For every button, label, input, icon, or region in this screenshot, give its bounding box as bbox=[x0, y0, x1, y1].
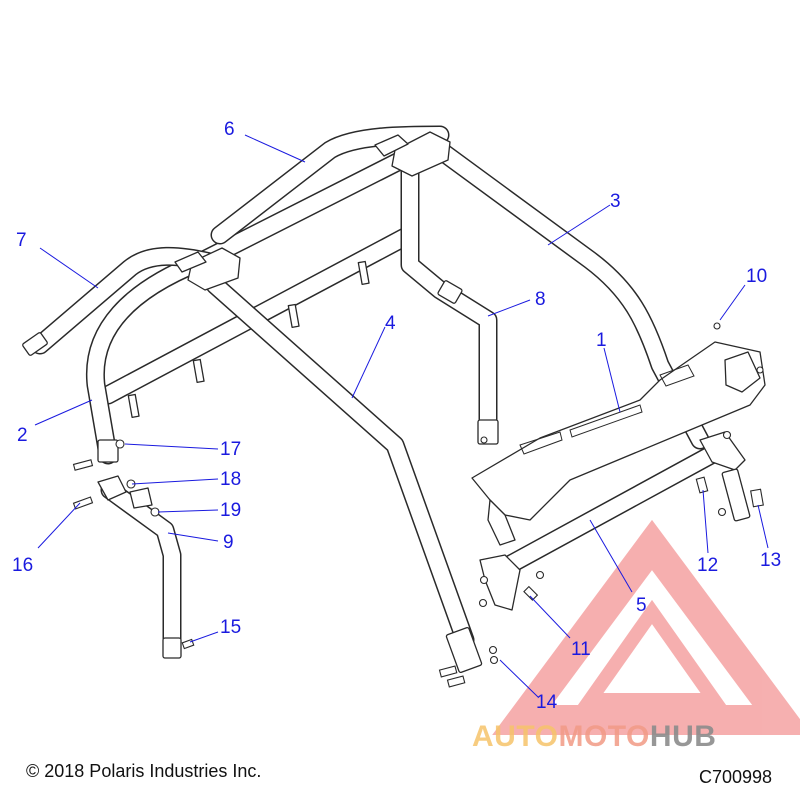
part-3-right-rear-hoop bbox=[430, 140, 710, 450]
callout-17: 17 bbox=[220, 439, 242, 460]
callout-8-rear-upright: 8 bbox=[535, 289, 546, 310]
callout-18: 18 bbox=[220, 469, 242, 490]
watermark-auto: AUTO bbox=[472, 720, 559, 753]
callout-3-rear-hoop: 3 bbox=[610, 191, 621, 212]
callout-6-roof-bar: 6 bbox=[224, 119, 235, 140]
callout-5-lower-crossbar: 5 bbox=[636, 595, 647, 616]
callout-16: 16 bbox=[12, 555, 34, 576]
figure-id: C700998 bbox=[699, 767, 773, 787]
part-8-rear-upright bbox=[400, 160, 499, 445]
callout-12: 12 bbox=[697, 555, 719, 576]
copyright-notice: © 2018 Polaris Industries Inc. bbox=[26, 761, 262, 781]
callout-1-rear-panel: 1 bbox=[596, 330, 607, 351]
callout-4-front-pillar: 4 bbox=[385, 313, 396, 334]
part-9-front-support bbox=[97, 475, 182, 659]
part-4-front-pillar bbox=[205, 275, 483, 673]
cage-joint-brackets bbox=[174, 131, 451, 291]
callout-10: 10 bbox=[746, 266, 768, 287]
part-1-rear-panel bbox=[471, 341, 766, 546]
callout-7-side-roof-bar: 7 bbox=[16, 230, 27, 251]
callout-11: 11 bbox=[571, 639, 591, 660]
watermark-wordmark: AUTOMOTOHUB bbox=[472, 722, 716, 752]
crossbar-mount-tabs bbox=[127, 260, 370, 418]
callout-13: 13 bbox=[760, 550, 782, 571]
callout-19: 19 bbox=[220, 500, 242, 521]
callout-leader-lines bbox=[34, 134, 769, 698]
callout-14: 14 bbox=[536, 692, 558, 713]
fastener-hardware bbox=[72, 322, 764, 688]
watermark-moto: MOTO bbox=[558, 720, 650, 753]
callout-2-main-hoop: 2 bbox=[17, 425, 28, 446]
watermark-hub: HUB bbox=[649, 720, 717, 753]
part-5-lower-crossbar bbox=[479, 431, 751, 611]
callout-15: 15 bbox=[220, 617, 242, 638]
watermark-triangle-logo bbox=[492, 519, 800, 735]
callout-9-front-support: 9 bbox=[223, 532, 234, 553]
